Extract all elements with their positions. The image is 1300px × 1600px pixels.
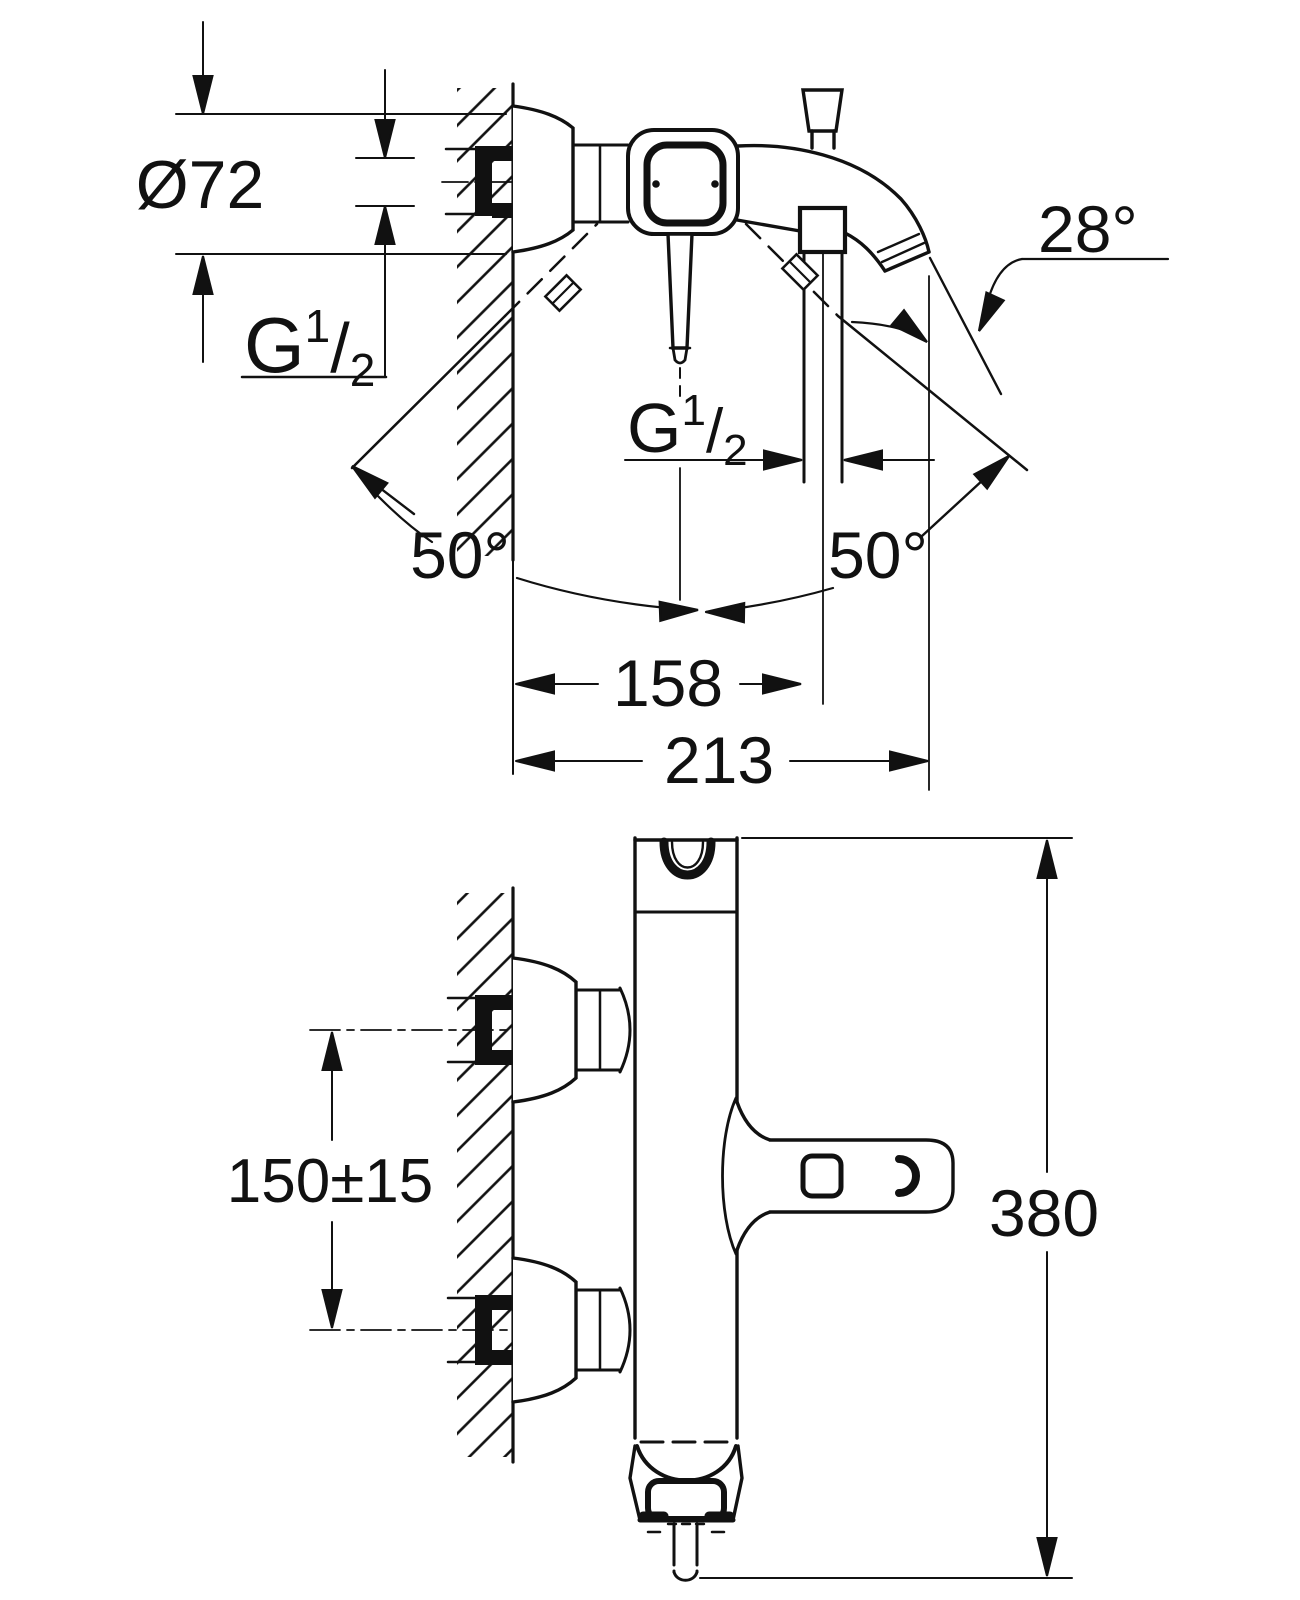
- swing-left-label: 50°: [410, 518, 510, 592]
- lower-connection: [309, 1256, 632, 1404]
- spout: [735, 143, 931, 273]
- dim-213: [515, 275, 930, 791]
- dim-150-label: 150±15: [227, 1147, 433, 1216]
- dim-158: [515, 673, 802, 695]
- diverter-knob: [801, 88, 844, 150]
- escutcheon-top: [511, 104, 630, 254]
- dimension-labels: Ø72 G1/2 G1/2 28° 50° 50° 158 213 150±15…: [136, 147, 1138, 1250]
- faucet-body-front: [633, 836, 739, 1440]
- handle-position-symbol-left: [543, 273, 583, 313]
- dim-380: [699, 837, 1073, 1579]
- dim-380-label: 380: [989, 1176, 1099, 1250]
- front-view: [309, 836, 1073, 1582]
- upper-connection: [309, 956, 632, 1104]
- dim-150: [321, 1031, 343, 1329]
- lever-handle-side: [666, 232, 694, 601]
- side-view: [175, 21, 1170, 791]
- handle-mark: [895, 1155, 920, 1197]
- thread-size-mid-label: G1/2: [627, 386, 748, 475]
- spray-angle: [928, 256, 1170, 396]
- shower-holder-hook: [659, 837, 716, 880]
- handle-front: [721, 1096, 955, 1256]
- dim-diameter-label: Ø72: [136, 147, 265, 223]
- faucet-body-side: [626, 128, 740, 236]
- spout-angle-label: 28°: [1038, 192, 1138, 266]
- swing-arcs: [344, 309, 1017, 624]
- dim-158-label: 158: [613, 646, 723, 720]
- dim-213-label: 213: [664, 723, 774, 797]
- wall-section-bottom: [457, 886, 515, 1464]
- swing-right-label: 50°: [828, 518, 928, 592]
- handle-position-symbol-right: [780, 252, 820, 292]
- dim-thread-top: [240, 69, 415, 379]
- handle-button: [800, 1153, 844, 1199]
- swing-rays: [350, 222, 1029, 472]
- dim-diameter: [175, 21, 507, 363]
- spout-outlet-front: [628, 1440, 744, 1582]
- thread-size-top-label: G1/2: [244, 300, 375, 396]
- dim-thread-mid: [624, 449, 935, 471]
